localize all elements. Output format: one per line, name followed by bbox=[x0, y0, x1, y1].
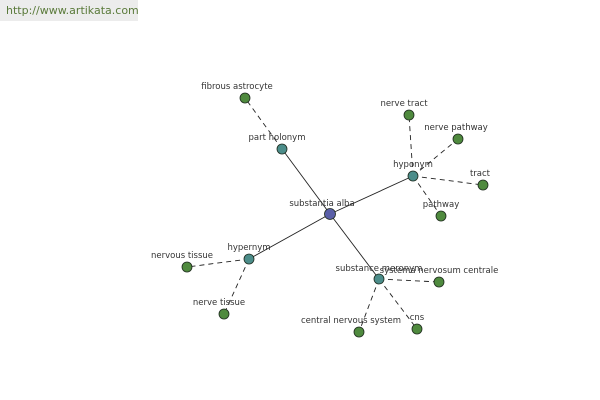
label-substance-meronym: substance meronym bbox=[336, 264, 423, 274]
node-nervous-tissue[interactable] bbox=[181, 261, 193, 273]
label-systema-nervosum-centrale: systema nervosum centrale bbox=[380, 266, 499, 276]
node-hypernym[interactable] bbox=[243, 253, 255, 265]
edge-substance_meronym-cns bbox=[378, 278, 418, 330]
label-hyponym: hyponym bbox=[393, 160, 433, 170]
label-nerve-tract: nerve tract bbox=[380, 99, 428, 109]
node-central-nervous-system[interactable] bbox=[353, 326, 365, 338]
node-cns[interactable] bbox=[411, 323, 423, 335]
node-pathway[interactable] bbox=[435, 210, 447, 222]
node-tract[interactable] bbox=[477, 179, 489, 191]
label-cns: cns bbox=[410, 313, 425, 323]
edge-substance_meronym-systema_nervosum_centrale bbox=[378, 278, 440, 283]
edge-center-hyponym bbox=[329, 175, 414, 215]
edge-hyponym-pathway bbox=[412, 175, 442, 217]
label-center: substantia alba bbox=[289, 199, 354, 209]
node-hyponym[interactable] bbox=[407, 170, 419, 182]
edge-hypernym-nerve_tissue bbox=[223, 258, 250, 315]
node-fibrous-astrocyte[interactable] bbox=[239, 92, 251, 104]
label-nerve-tissue: nerve tissue bbox=[193, 298, 245, 308]
node-nerve-tract[interactable] bbox=[403, 109, 415, 121]
node-nerve-pathway[interactable] bbox=[452, 133, 464, 145]
label-nervous-tissue: nervous tissue bbox=[151, 251, 213, 261]
label-nerve-pathway: nerve pathway bbox=[424, 123, 488, 133]
label-hypernym: hypernym bbox=[227, 243, 270, 253]
label-pathway: pathway bbox=[423, 200, 460, 210]
site-banner: http://www.artikata.com bbox=[0, 0, 139, 21]
node-substance-meronym[interactable] bbox=[373, 273, 385, 285]
graph-nodes bbox=[181, 92, 489, 338]
label-fibrous-astrocyte: fibrous astrocyte bbox=[201, 82, 273, 92]
node-nerve-tissue[interactable] bbox=[218, 308, 230, 320]
edge-center-part_holonym bbox=[281, 148, 331, 215]
label-central-nervous-system: central nervous system bbox=[301, 316, 401, 326]
edge-hyponym-nerve_pathway bbox=[412, 138, 459, 177]
edge-substance_meronym-central_nervous_system bbox=[358, 278, 380, 333]
graph-edges bbox=[186, 97, 484, 333]
site-url-link[interactable]: http://www.artikata.com bbox=[6, 4, 139, 17]
edge-center-hypernym bbox=[248, 213, 331, 260]
node-part-holonym[interactable] bbox=[276, 143, 288, 155]
label-part-holonym: part holonym bbox=[249, 133, 306, 143]
label-tract: tract bbox=[470, 169, 491, 179]
edge-hyponym-nerve_tract bbox=[408, 114, 414, 177]
edge-hypernym-nervous_tissue bbox=[186, 258, 250, 268]
edge-center-substance_meronym bbox=[329, 213, 380, 280]
edge-hyponym-tract bbox=[412, 175, 484, 186]
node-systema-nervosum-centrale[interactable] bbox=[433, 276, 445, 288]
node-center[interactable] bbox=[324, 208, 336, 220]
edge-part_holonym-fibrous_astrocyte bbox=[244, 97, 283, 150]
graph-labels: substantia alba part holonym hyponym hypern… bbox=[151, 82, 498, 326]
